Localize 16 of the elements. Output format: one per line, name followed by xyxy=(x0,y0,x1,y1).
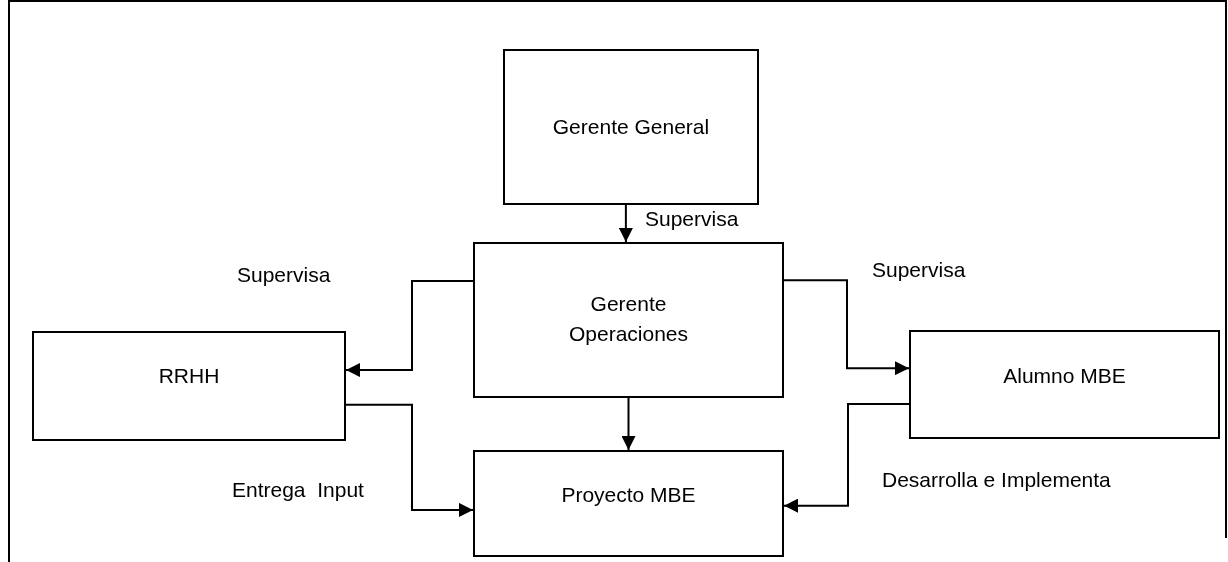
box-label: RRHH xyxy=(158,363,220,389)
process-box xyxy=(473,242,784,398)
process-box xyxy=(32,331,346,441)
process-box xyxy=(909,330,1220,439)
box-label: Proyecto MBE xyxy=(561,481,696,508)
box-label: Alumno MBE xyxy=(1003,362,1126,389)
box-label: Gerente Operaciones xyxy=(567,291,690,347)
box-label: Gerente General xyxy=(552,114,710,140)
arrow xyxy=(618,204,633,243)
process-box xyxy=(473,450,784,557)
arrow xyxy=(783,403,910,513)
process-box xyxy=(503,49,759,205)
arrow xyxy=(345,280,474,378)
arrow xyxy=(345,403,474,517)
arrow xyxy=(621,397,636,451)
arrow xyxy=(783,279,910,376)
